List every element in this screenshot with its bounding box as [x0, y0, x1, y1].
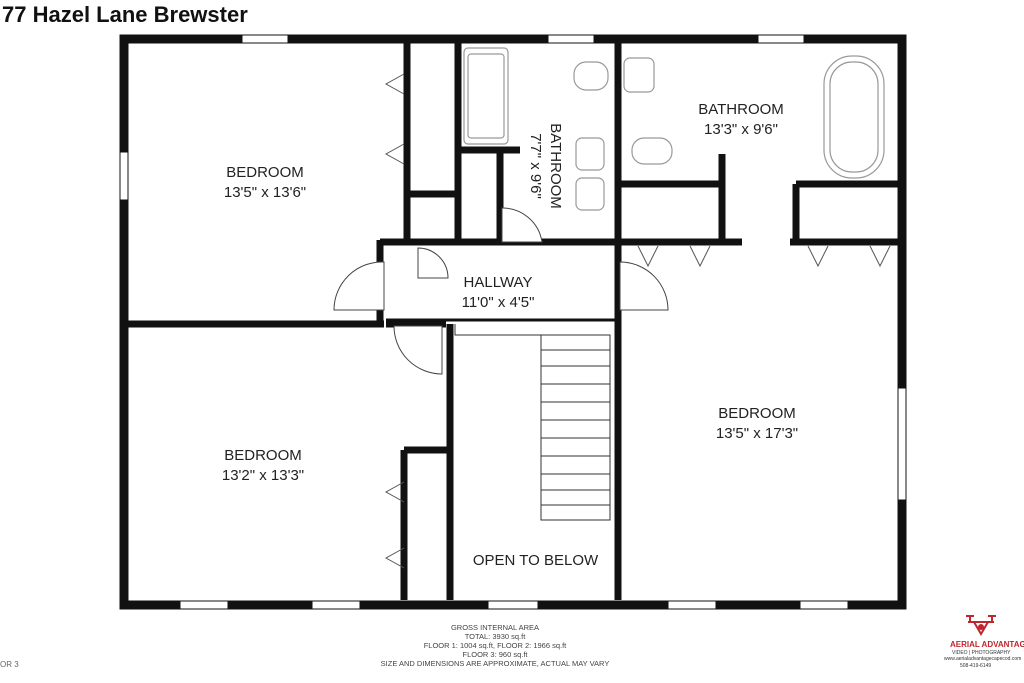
closet-doors — [384, 73, 891, 569]
room-dimensions: 13'3" x 9'6" — [704, 121, 778, 138]
gross-area-total: TOTAL: 3930 sq.ft — [464, 632, 526, 641]
gross-area-floor-3: FLOOR 3: 960 sq.ft — [462, 650, 528, 659]
logo-brand: AERIAL ADVANTAGE — [950, 640, 1024, 649]
door-swings — [333, 207, 669, 375]
room-name: OPEN TO BELOW — [472, 552, 599, 569]
logo-phone: 508-419-6149 — [960, 663, 992, 669]
room-label-bath-center: BATHROOM 7'7" x 9'6" — [525, 96, 565, 236]
room-name: BATHROOM — [547, 123, 564, 209]
room-name: HALLWAY — [463, 274, 533, 291]
gross-area-heading: GROSS INTERNAL AREA — [450, 623, 540, 632]
stairs — [454, 324, 611, 521]
windows — [119, 34, 907, 610]
gross-area-floors: FLOOR 1: 1004 sq.ft, FLOOR 2: 1966 sq.ft — [423, 641, 567, 650]
room-name: BEDROOM — [718, 405, 796, 422]
room-label-open-to-below: OPEN TO BELOW — [458, 551, 613, 571]
room-label-hallway: HALLWAY 11'0" x 4'5" — [428, 273, 568, 313]
room-dimensions: 11'0" x 4'5" — [461, 294, 535, 311]
room-name: BEDROOM — [226, 164, 304, 181]
room-dimensions: 13'2" x 13'3" — [221, 467, 305, 484]
logo-subtitle: VIDEO | PHOTOGRAPHY — [952, 650, 1011, 656]
drone-icon — [966, 615, 996, 636]
room-dimensions: 13'5" x 17'3" — [715, 425, 799, 442]
room-name: BEDROOM — [224, 447, 302, 464]
room-label-bedroom-e: BEDROOM 13'5" x 17'3" — [687, 404, 827, 444]
page-title: 77 Hazel Lane Brewster — [2, 2, 248, 27]
room-dimensions: 13'5" x 13'6" — [223, 184, 307, 201]
bath-fixtures — [463, 47, 885, 211]
floor-label: OR 3 — [0, 660, 19, 669]
room-label-bath-ne: BATHROOM 13'3" x 9'6" — [671, 100, 811, 140]
logo-url: www.aerialadvantagecapecod.com — [944, 656, 1022, 662]
room-dimensions: 7'7" x 9'6" — [527, 133, 544, 199]
company-logo: AERIAL ADVANTAGE VIDEO | PHOTOGRAPHY www… — [938, 610, 1024, 669]
room-label-bedroom-sw: BEDROOM 13'2" x 13'3" — [193, 446, 333, 486]
room-label-bedroom-nw: BEDROOM 13'5" x 13'6" — [195, 163, 335, 203]
room-name: BATHROOM — [698, 101, 784, 118]
disclaimer: SIZE AND DIMENSIONS ARE APPROXIMATE, ACT… — [380, 659, 610, 668]
